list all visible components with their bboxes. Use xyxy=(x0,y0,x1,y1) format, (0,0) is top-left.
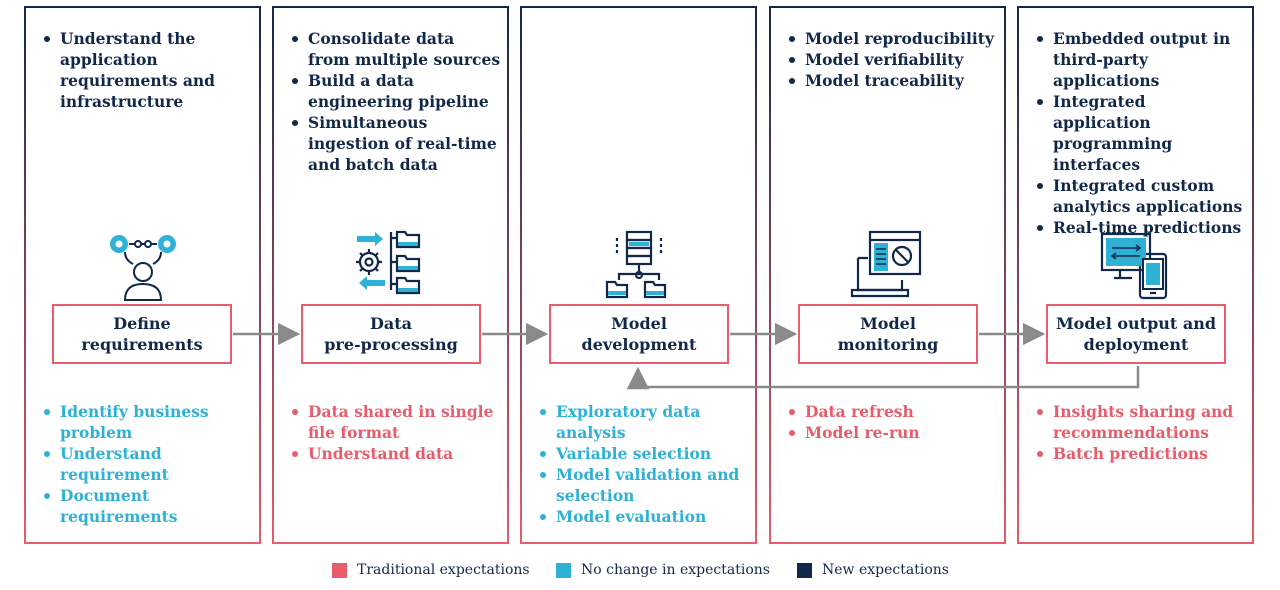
stage-model-development: Model development xyxy=(549,304,729,364)
list-item: Real-time predictions xyxy=(1035,217,1246,238)
legend-label: No change in expectations xyxy=(581,562,770,578)
list-item: Insights sharing and recommendations xyxy=(1035,401,1246,443)
legend-item-no-change: No change in expectations xyxy=(556,560,770,580)
legend-label: New expectations xyxy=(822,562,949,578)
list-item: Understand the application requirements … xyxy=(42,28,253,112)
column-model-development: Exploratory data analysis Variable selec… xyxy=(520,6,757,544)
new-expectations-list: Consolidate data from multiple sources B… xyxy=(290,28,501,175)
database-hierarchy-icon xyxy=(605,230,666,299)
list-item: Model validation and selection xyxy=(538,464,749,506)
stage-model-output-deployment: Model output and deployment xyxy=(1046,304,1226,364)
stage-define-requirements: Define requirements xyxy=(52,304,232,364)
list-item: Document requirements xyxy=(42,485,253,527)
list-item: Model reproducibility xyxy=(787,28,998,49)
list-item: Identify business problem xyxy=(42,401,253,443)
column-data-pre-processing: Consolidate data from multiple sources B… xyxy=(272,6,509,544)
legend-label: Traditional expectations xyxy=(357,562,530,578)
traditional-expectations-list: Insights sharing and recommendations Bat… xyxy=(1035,401,1246,464)
column-define-requirements: Understand the application requirements … xyxy=(24,6,261,544)
new-expectations-list: Embedded output in third-party applicati… xyxy=(1035,28,1246,238)
list-item: Data refresh xyxy=(787,401,998,422)
legend-item-new: New expectations xyxy=(797,560,949,580)
traditional-expectations-list: Data refresh Model re-run xyxy=(787,401,998,443)
legend-swatch-new xyxy=(797,562,812,578)
list-item: Embedded output in third-party applicati… xyxy=(1035,28,1246,91)
column-model-monitoring: Model reproducibility Model verifiabilit… xyxy=(769,6,1006,544)
list-item: Model evaluation xyxy=(538,506,749,527)
list-item: Data shared in single file format xyxy=(290,401,501,443)
traditional-expectations-list: Data shared in single file format Unders… xyxy=(290,401,501,464)
legend-swatch-traditional xyxy=(332,562,347,578)
list-item: Consolidate data from multiple sources xyxy=(290,28,501,70)
gear-data-flow-icon xyxy=(355,230,420,295)
list-item: Simultaneous ingestion of real-time and … xyxy=(290,112,501,175)
person-gears-icon xyxy=(109,235,176,301)
stage-model-monitoring: Model monitoring xyxy=(798,304,978,364)
list-item: Integrated application programming inter… xyxy=(1035,91,1246,175)
list-item: Variable selection xyxy=(538,443,749,464)
list-item: Exploratory data analysis xyxy=(538,401,749,443)
new-expectations-list: Model reproducibility Model verifiabilit… xyxy=(787,28,998,91)
laptop-monitor-icon xyxy=(850,230,921,298)
column-model-output-deployment: Embedded output in third-party applicati… xyxy=(1017,6,1254,544)
list-item: Integrated custom analytics applications xyxy=(1035,175,1246,217)
list-item: Model traceability xyxy=(787,70,998,91)
legend-item-traditional: Traditional expectations xyxy=(332,560,530,580)
list-item: Understand data xyxy=(290,443,501,464)
list-item: Model verifiability xyxy=(787,49,998,70)
list-item: Batch predictions xyxy=(1035,443,1246,464)
no-change-expectations-list: Identify business problem Understand req… xyxy=(42,401,253,527)
no-change-expectations-list: Exploratory data analysis Variable selec… xyxy=(538,401,749,527)
stage-data-pre-processing: Data pre-processing xyxy=(301,304,481,364)
new-expectations-list: Understand the application requirements … xyxy=(42,28,253,112)
desktop-mobile-icon xyxy=(1100,232,1167,300)
list-item: Understand requirement xyxy=(42,443,253,485)
list-item: Build a data engineering pipeline xyxy=(290,70,501,112)
list-item: Model re-run xyxy=(787,422,998,443)
legend-swatch-no-change xyxy=(556,562,571,578)
